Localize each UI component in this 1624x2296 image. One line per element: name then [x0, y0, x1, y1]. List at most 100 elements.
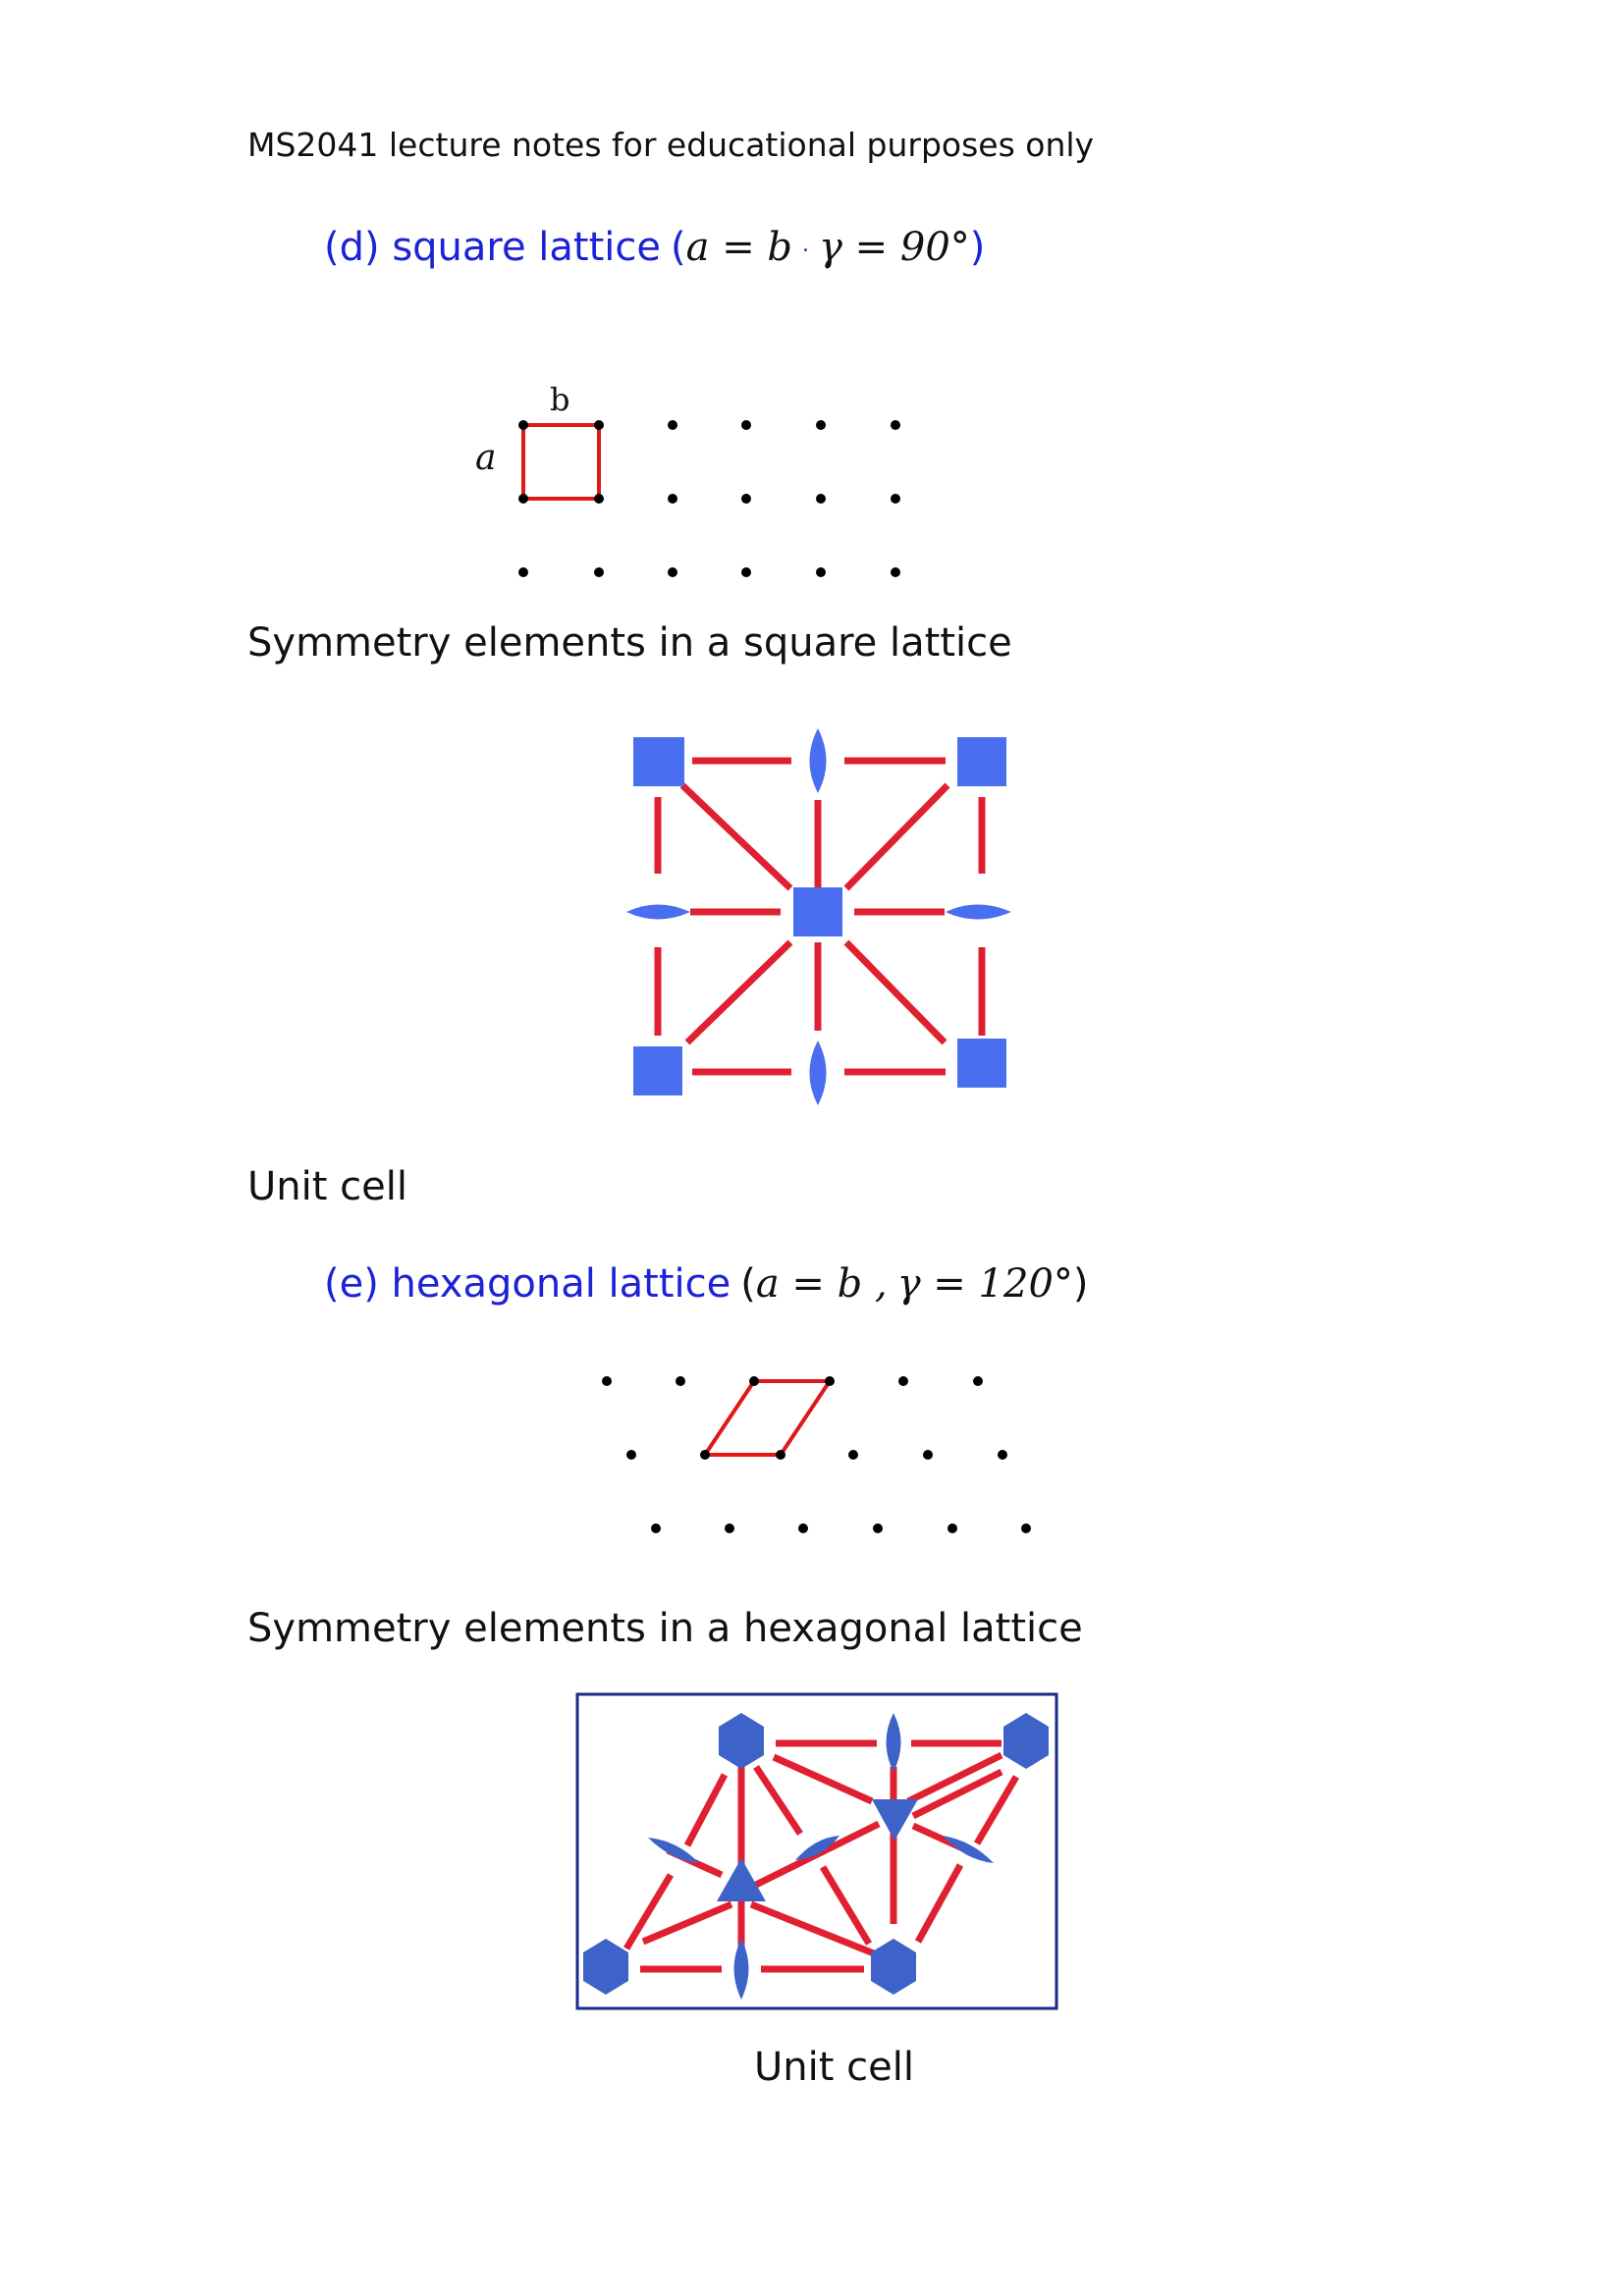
- blue-lens-icon: [648, 1838, 699, 1863]
- lattice-point: [998, 1450, 1007, 1460]
- lattice-point: [848, 1450, 858, 1460]
- lattice-point: [891, 420, 900, 430]
- lattice-point: [602, 1376, 612, 1386]
- hexagonal-symmetry-title: Symmetry elements in a hexagonal lattice: [247, 1606, 1083, 1651]
- square-heading-label: (d) square lattice: [324, 225, 662, 270]
- hexagonal-lattice-heading: (e) hexagonal lattice (a = b , γ = 120°): [324, 1260, 1089, 1307]
- lattice-point: [898, 1376, 908, 1386]
- lattice-point: [518, 420, 528, 430]
- blue-lens-icon: [809, 1041, 827, 1105]
- header-note: MS2041 lecture notes for educational pur…: [247, 126, 1095, 164]
- lattice-point: [776, 1450, 785, 1460]
- mirror-line: [683, 1773, 729, 1847]
- blue-lens-icon: [946, 904, 1011, 920]
- blue-square-icon: [957, 737, 1006, 786]
- blue-hexagon-icon: [1003, 1713, 1049, 1769]
- blue-lens-icon: [626, 904, 690, 920]
- fourfold-axes: [633, 737, 1006, 1095]
- lattice-point: [825, 1376, 835, 1386]
- threefold-axes: [717, 1799, 918, 1901]
- blue-hexagon-icon: [583, 1939, 628, 1995]
- lattice-point: [947, 1523, 957, 1533]
- lattice-point: [749, 1376, 759, 1386]
- blue-lens-icon: [795, 1836, 839, 1860]
- lattice-point: [626, 1450, 636, 1460]
- lattice-point: [816, 567, 826, 577]
- lattice-label-b: b: [550, 381, 570, 418]
- lattice-point: [594, 420, 604, 430]
- hex-heading-formula: a = b ,: [755, 1261, 888, 1307]
- mirror-line: [623, 1873, 675, 1950]
- blue-square-icon: [633, 737, 684, 786]
- lattice-point: [651, 1523, 661, 1533]
- mirror-line: [753, 1765, 803, 1836]
- hex-heading-formula2: γ = 120°: [896, 1261, 1073, 1307]
- lattice-point: [668, 420, 677, 430]
- mirror-line: [973, 1775, 1020, 1845]
- hexagonal-diagram-frame: [575, 1692, 1058, 2010]
- lattice-point: [891, 494, 900, 504]
- lattice-point: [668, 567, 677, 577]
- mirror-line: [843, 939, 947, 1045]
- square-heading-sep: ·: [802, 239, 810, 264]
- lattice-point: [741, 494, 751, 504]
- mirror-line: [914, 1863, 964, 1944]
- lattice-point: [676, 1376, 685, 1386]
- lattice-point: [873, 1523, 883, 1533]
- blue-square-icon: [793, 887, 842, 936]
- square-mirror-lines: [654, 757, 986, 1076]
- lattice-point: [518, 567, 528, 577]
- square-unit-cell: [521, 423, 601, 501]
- mirror-line: [641, 1900, 733, 1946]
- twofold-axes: [626, 728, 1011, 1105]
- square-heading-close: ): [969, 225, 986, 270]
- lattice-point: [594, 494, 604, 504]
- mirror-line: [679, 782, 793, 891]
- blue-lens-icon: [886, 1713, 901, 1772]
- blue-lens-icon: [809, 728, 827, 793]
- sixfold-axes: [583, 1713, 1049, 1995]
- square-heading-formula2: γ = 90°: [819, 225, 970, 270]
- blue-hexagon-icon: [719, 1713, 764, 1769]
- square-lattice-points: [518, 420, 900, 577]
- blue-square-icon: [957, 1039, 1006, 1088]
- mirror-line: [911, 1768, 1003, 1820]
- mirror-line: [820, 1865, 872, 1946]
- lattice-point: [891, 567, 900, 577]
- lattice-point: [923, 1450, 933, 1460]
- blue-square-icon: [633, 1046, 682, 1095]
- lattice-point: [741, 420, 751, 430]
- lattice-point: [816, 420, 826, 430]
- hex-heading-open: (: [740, 1261, 756, 1307]
- lattice-point: [1021, 1523, 1031, 1533]
- mirror-line: [749, 1900, 876, 1957]
- mirror-line: [906, 1751, 1003, 1805]
- lattice-point: [973, 1376, 983, 1386]
- lattice-point: [725, 1523, 734, 1533]
- lattice-label-a: a: [475, 438, 497, 478]
- lattice-point: [700, 1450, 710, 1460]
- square-heading-open: (: [671, 225, 686, 270]
- hexagonal-lattice-points: [602, 1376, 1031, 1533]
- blue-lens-icon: [733, 1939, 749, 2000]
- square-heading-formula: a = b: [685, 225, 793, 270]
- lattice-point: [668, 494, 677, 504]
- lattice-point: [816, 494, 826, 504]
- blue-triangle-icon: [717, 1858, 766, 1901]
- blue-hexagon-icon: [871, 1939, 916, 1995]
- square-lattice-heading: (d) square lattice (a = b · γ = 90°): [324, 224, 985, 270]
- hexagonal-unit-cell-label: Unit cell: [754, 2045, 914, 2090]
- mirror-line: [772, 1753, 874, 1805]
- hex-heading-label: (e) hexagonal lattice: [324, 1261, 731, 1307]
- mirror-line: [843, 782, 950, 891]
- lattice-point: [518, 494, 528, 504]
- square-unit-cell-label: Unit cell: [247, 1164, 407, 1209]
- blue-triangle-icon: [872, 1799, 918, 1841]
- square-symmetry-title: Symmetry elements in a square lattice: [247, 620, 1012, 666]
- lattice-point: [594, 567, 604, 577]
